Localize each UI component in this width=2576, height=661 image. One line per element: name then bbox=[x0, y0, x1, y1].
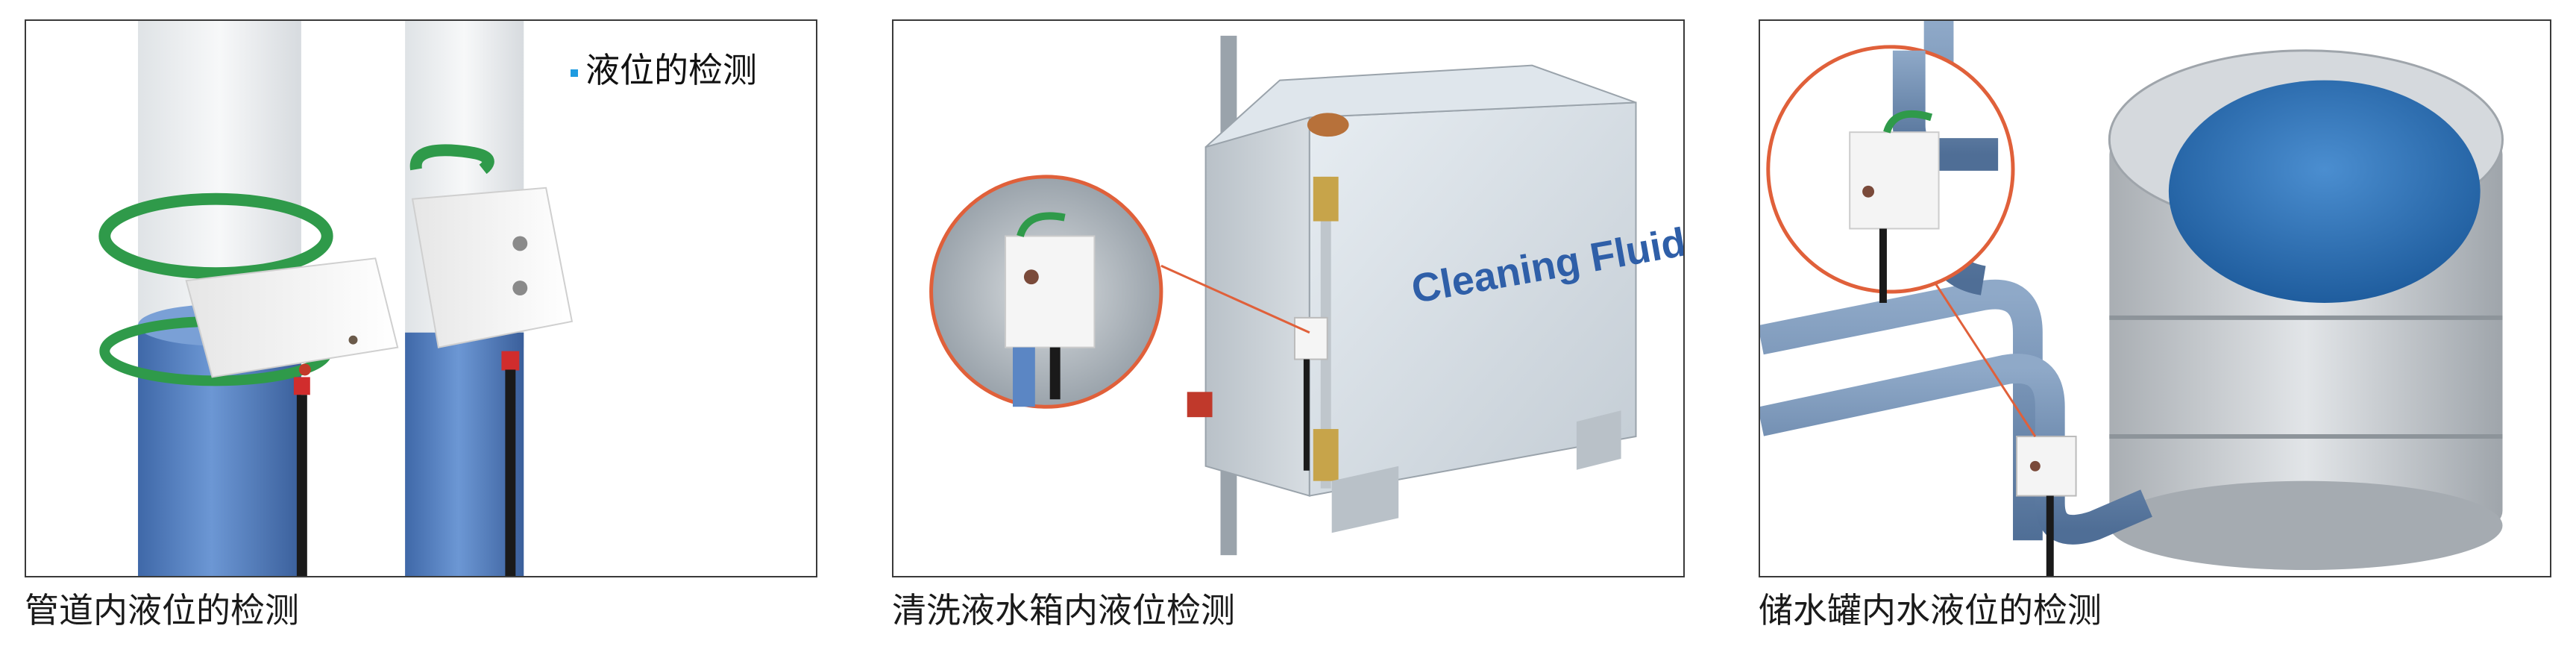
tank-side bbox=[1204, 116, 1310, 497]
sensor-on-gauge bbox=[1293, 316, 1328, 360]
caption-pipe-level: 管道内液位的检测 bbox=[25, 590, 299, 630]
pipe-sensor-illustration bbox=[98, 21, 574, 576]
pipe-right-liquid bbox=[405, 332, 524, 576]
panel-storage-tank bbox=[1759, 19, 2551, 577]
caption-storage-tank: 储水罐内水液位的检测 bbox=[1759, 590, 2102, 630]
caption-cleaning-tank: 清洗液水箱内液位检测 bbox=[892, 590, 1235, 630]
tagline: 液位的检测 bbox=[571, 43, 757, 93]
dot-bullet-icon bbox=[571, 69, 578, 77]
sensor-bottom bbox=[2016, 436, 2077, 497]
storage-tank-illustration bbox=[1760, 21, 2504, 576]
sensor-box-right bbox=[411, 187, 574, 348]
tagline-text: 液位的检测 bbox=[585, 50, 757, 90]
sensor-box-left bbox=[185, 257, 399, 378]
clamp-ring-right bbox=[409, 144, 494, 175]
feed-pipe-lower bbox=[1760, 354, 2152, 545]
tank-top bbox=[1204, 64, 1636, 148]
tank-sensor-illustration bbox=[929, 35, 1637, 556]
panel-pipe-level: 液位的检测 bbox=[25, 19, 817, 577]
storage-water bbox=[2168, 80, 2481, 303]
feed-pipe-upper bbox=[1760, 279, 2043, 541]
clamp-ring-left-top bbox=[98, 192, 333, 280]
panel-cleaning-tank: Cleaning Fluid bbox=[892, 19, 1685, 577]
